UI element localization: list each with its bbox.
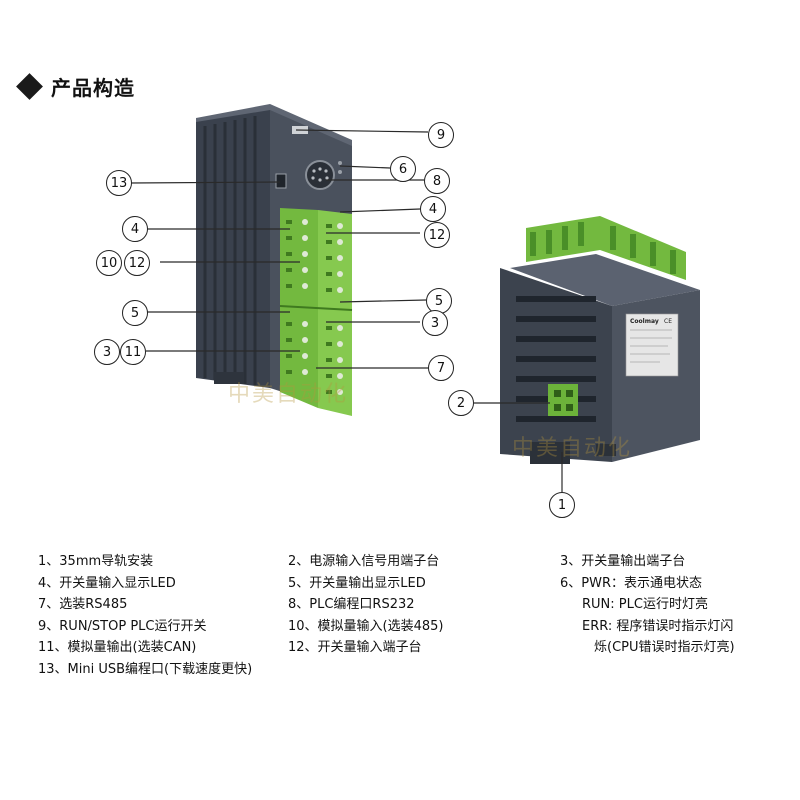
callout-7: 7 — [428, 355, 454, 381]
legend-item: 8、PLC编程口RS232 — [288, 597, 415, 613]
callout-4-right: 4 — [420, 196, 446, 222]
legend-column-2: 2、电源输入信号用端子台 5、开关量输出显示LED 8、PLC编程口RS232 … — [288, 551, 444, 659]
callout-2: 2 — [448, 390, 474, 416]
label-brand: Coolmay — [630, 318, 659, 325]
back-plc-device: Coolmay CE — [500, 216, 700, 464]
legend-item: ERR: 程序错误时指示灯闪 — [582, 618, 734, 634]
legend-column-3: 3、开关量输出端子台 6、PWR：表示通电状态 RUN: PLC运行时灯亮 ER… — [560, 551, 735, 659]
legend-item: 3、开关量输出端子台 — [560, 554, 686, 569]
callout-3-right: 3 — [422, 310, 448, 336]
callout-6: 6 — [390, 156, 416, 182]
legend-item: 12、开关量输入端子台 — [288, 640, 422, 656]
legend-item: 9、RUN/STOP PLC运行开关 — [38, 618, 207, 634]
back-leader-lines — [474, 402, 563, 492]
legend-item: 10、模拟量输入(选装485) — [288, 618, 444, 634]
callout-12-right: 12 — [424, 222, 450, 248]
front-plc-device — [196, 104, 353, 416]
legend-column-1: 1、35mm导轨安装 4、开关量输入显示LED 7、选装RS485 9、RUN/… — [38, 551, 252, 681]
legend-item: 烁(CPU错误时指示灯亮) — [594, 640, 735, 656]
callout-3-left: 3 — [94, 339, 120, 365]
front-leader-lines — [129, 129, 429, 369]
label-ce: CE — [664, 318, 672, 325]
callout-13: 13 — [106, 170, 132, 196]
callout-5-left: 5 — [122, 300, 148, 326]
section-title: 产品构造 — [51, 75, 135, 100]
legend-item: 2、电源输入信号用端子台 — [288, 554, 440, 569]
legend-item: RUN: PLC运行时灯亮 — [582, 597, 708, 613]
legend-item: 4、开关量输入显示LED — [38, 575, 176, 591]
callout-11: 11 — [120, 339, 146, 365]
callout-1: 1 — [549, 492, 575, 518]
watermark: 中美自动化 — [512, 436, 633, 461]
legend-item: 13、Mini USB编程口(下载速度更快) — [38, 661, 253, 677]
legend-item: 11、模拟量输出(选装CAN) — [38, 640, 197, 656]
callout-12-left: 12 — [124, 250, 150, 276]
callout-9: 9 — [428, 122, 454, 148]
callout-8: 8 — [424, 168, 450, 194]
callout-4-left: 4 — [122, 216, 148, 242]
callout-5-right: 5 — [426, 288, 452, 314]
callout-10: 10 — [96, 250, 122, 276]
section-header: 产品构造 — [14, 68, 135, 104]
watermark: 中美自动化 — [228, 382, 349, 407]
legend-item: 5、开关量输出显示LED — [288, 575, 426, 591]
legend-item: 7、选装RS485 — [38, 597, 128, 613]
legend-item: 1、35mm导轨安装 — [38, 554, 154, 569]
legend-item: 6、PWR：表示通电状态 — [560, 575, 702, 591]
